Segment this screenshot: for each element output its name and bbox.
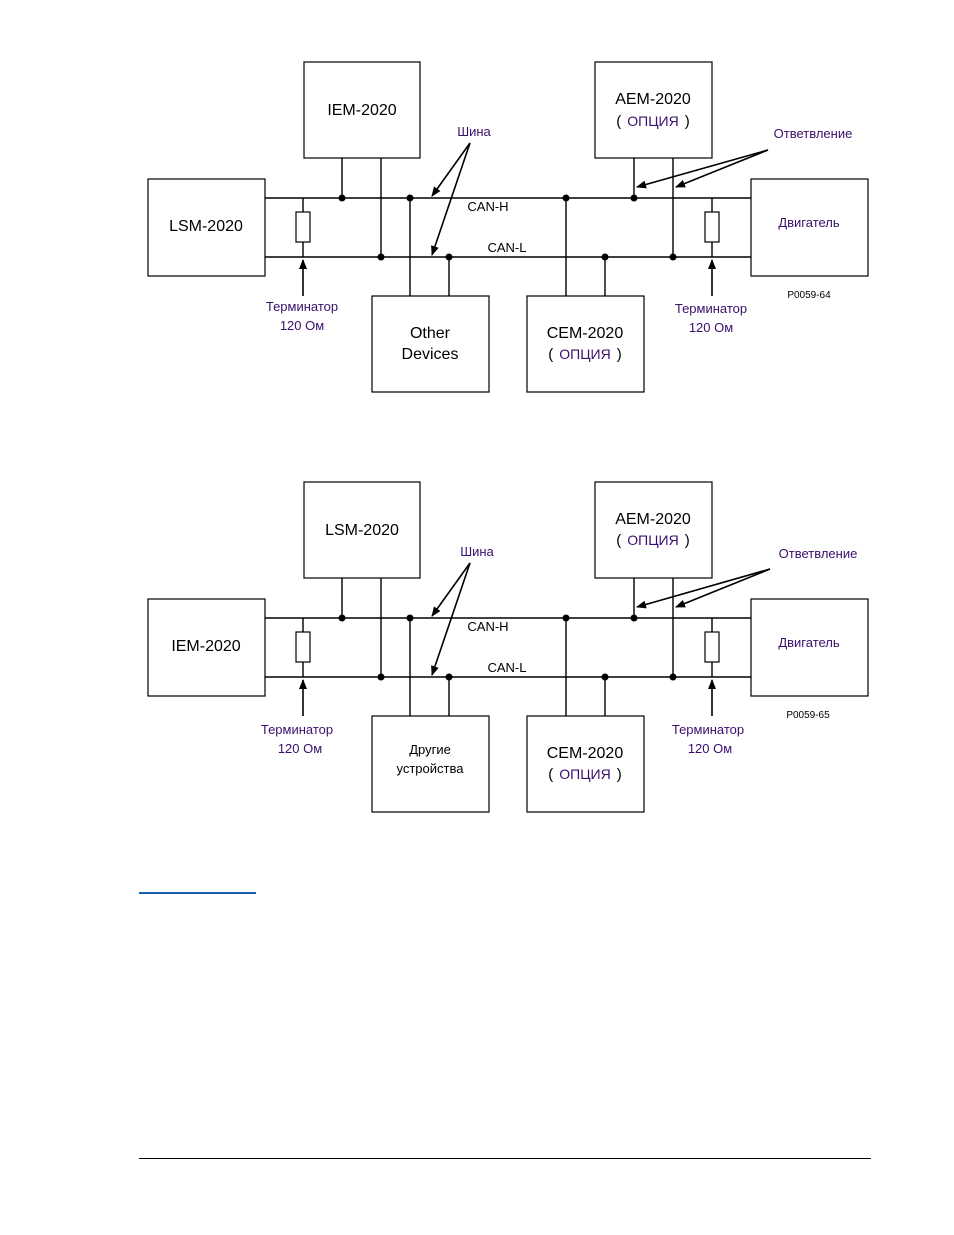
left-device-box	[147, 598, 266, 697]
terminator-right-line-1: Терминатор	[672, 722, 744, 737]
branch-label: Ответвление	[774, 126, 853, 141]
bus-label: Шина	[457, 124, 491, 139]
can-h-label: CAN-H	[467, 199, 508, 214]
left-device-box	[147, 178, 266, 277]
bus-label: Шина	[460, 544, 494, 559]
left-device-label: IEM-2020	[171, 638, 240, 655]
bottom-device-1-box	[371, 295, 490, 393]
top-device-1-box	[303, 61, 421, 159]
top-device-2-box	[594, 481, 713, 579]
bottom-device-1-box	[371, 715, 490, 813]
bus-arrow-1	[431, 562, 471, 617]
can-l-label: CAN-L	[487, 240, 526, 255]
terminator-right-line-2: 120 Ом	[689, 320, 733, 335]
bottom-device-1-line-2: устройства	[397, 761, 465, 776]
top-device-1-box	[303, 481, 421, 579]
bus-arrow-1	[431, 142, 471, 197]
bottom-device-2-label: CEM-2020	[547, 325, 624, 342]
bottom-device-2-option: (ОПЦИЯ)	[548, 346, 621, 363]
bottom-device-1-line-1: Другие	[409, 742, 451, 757]
terminator-left-line-1: Терминатор	[261, 722, 333, 737]
bus-arrow-2	[431, 562, 471, 676]
can-diagram-1: LSM-2020 IEM-2020 AEM-2020 (ОПЦИЯ) Двига…	[147, 61, 869, 393]
top-device-2-label: AEM-2020	[615, 91, 691, 108]
top-device-2-label: AEM-2020	[615, 511, 691, 528]
bus-arrow-2	[431, 142, 471, 256]
terminator-right-line-1: Терминатор	[675, 301, 747, 316]
terminator-right-line-2: 120 Ом	[688, 741, 732, 756]
right-device-box	[750, 178, 869, 277]
bottom-device-2-box	[526, 715, 645, 813]
branch-arrow-2	[675, 568, 771, 608]
figure-code: P0059-64	[787, 290, 831, 301]
terminator-left-line-2: 120 Ом	[278, 741, 322, 756]
right-device-box	[750, 598, 869, 697]
bottom-device-2-label: CEM-2020	[547, 745, 624, 762]
bottom-device-2-option: (ОПЦИЯ)	[548, 766, 621, 783]
branch-arrow-1	[636, 149, 769, 189]
bottom-device-2-box	[526, 295, 645, 393]
terminator-resistor-right	[704, 211, 720, 243]
top-device-2-option: (ОПЦИЯ)	[616, 532, 689, 549]
footer-divider	[139, 1158, 871, 1159]
terminator-left-line-1: Терминатор	[266, 299, 338, 314]
right-device-label: Двигатель	[778, 215, 840, 230]
terminator-resistor-right	[704, 631, 720, 663]
terminator-resistor-left	[295, 211, 311, 243]
can-h-label: CAN-H	[467, 619, 508, 634]
top-device-2-option: (ОПЦИЯ)	[616, 113, 689, 130]
top-device-1-label: LSM-2020	[325, 522, 399, 539]
terminator-left-line-2: 120 Ом	[280, 318, 324, 333]
can-l-label: CAN-L	[487, 660, 526, 675]
terminator-resistor-left	[295, 631, 311, 663]
figure-code: P0059-65	[786, 710, 830, 721]
can-diagram-2: IEM-2020 LSM-2020 AEM-2020 (ОПЦИЯ) Двига…	[147, 481, 869, 813]
branch-arrow-1	[636, 568, 771, 609]
hyperlink-underline[interactable]	[139, 892, 256, 894]
left-device-label: LSM-2020	[169, 218, 243, 235]
top-device-2-box	[594, 61, 713, 159]
bottom-device-1-line-2: Devices	[402, 346, 459, 363]
right-device-label: Двигатель	[778, 635, 840, 650]
top-device-1-label: IEM-2020	[327, 102, 396, 119]
bottom-device-1-line-1: Other	[410, 325, 451, 342]
branch-label: Ответвление	[779, 546, 858, 561]
branch-arrow-2	[675, 149, 769, 188]
